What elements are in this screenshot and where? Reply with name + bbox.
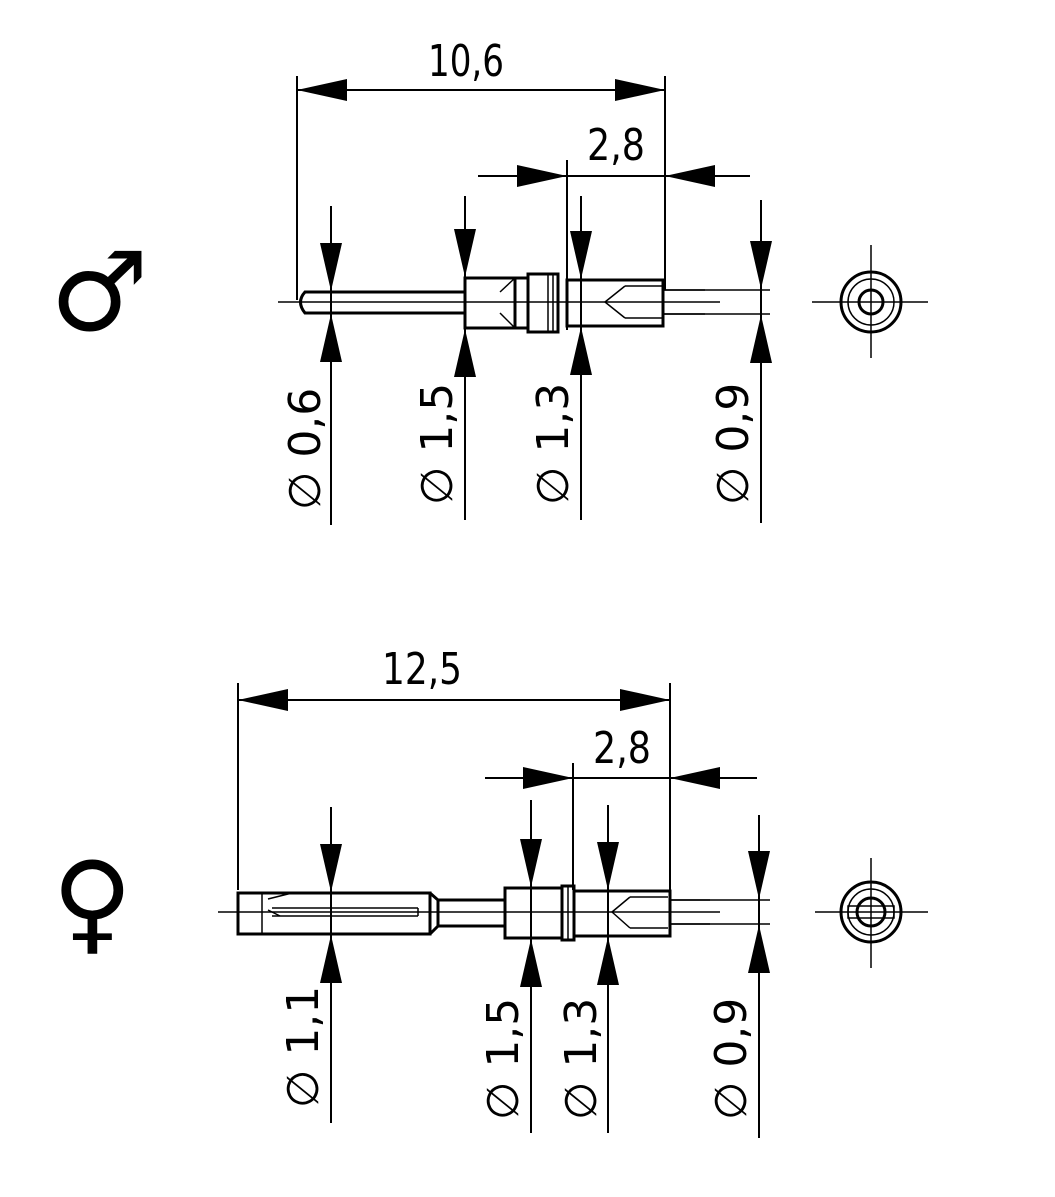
- female-crimp-length-label: 2,8: [593, 723, 651, 774]
- female-socket-outline: [236, 884, 710, 942]
- female-diameter-label: ∅ 1,1: [278, 986, 329, 1108]
- male-diameter-label: ∅ 0,6: [280, 388, 331, 510]
- female-crimp-length-dimension: 2,8: [485, 723, 757, 890]
- male-overall-length-label: 10,6: [428, 36, 504, 87]
- female-diameter-label: ∅ 1,5: [478, 998, 529, 1120]
- female-end-view: [815, 858, 928, 968]
- male-end-view: [812, 245, 928, 358]
- male-symbol-icon: ♂: [50, 228, 149, 356]
- male-crimp-length-label: 2,8: [587, 120, 645, 171]
- female-overall-length-label: 12,5: [382, 644, 462, 695]
- male-contact-section: ♂ 10,6 2,8: [50, 36, 928, 525]
- female-symbol-icon: ♀: [52, 838, 133, 966]
- male-crimp-length-dimension: 2,8: [478, 120, 750, 330]
- female-contact-section: ♀ 12,5 2,8: [52, 644, 928, 1138]
- female-overall-length-dimension: 12,5: [237, 644, 671, 890]
- female-diameter-dimensions: ∅ 1,1 ∅ 1,5 ∅ 1,3 ∅ 0,9: [278, 800, 770, 1138]
- male-overall-length-dimension: 10,6: [296, 36, 666, 300]
- male-diameter-label: ∅ 0,9: [708, 383, 759, 505]
- female-diameter-label: ∅ 1,3: [556, 998, 607, 1120]
- male-pin-outline: [299, 272, 705, 334]
- male-diameter-label: ∅ 1,5: [412, 383, 463, 505]
- female-diameter-label: ∅ 0,9: [706, 998, 757, 1120]
- male-diameter-dimensions: ∅ 0,6 ∅ 1,5 ∅ 1,3 ∅ 0,9: [280, 196, 772, 525]
- male-diameter-label: ∅ 1,3: [528, 383, 579, 505]
